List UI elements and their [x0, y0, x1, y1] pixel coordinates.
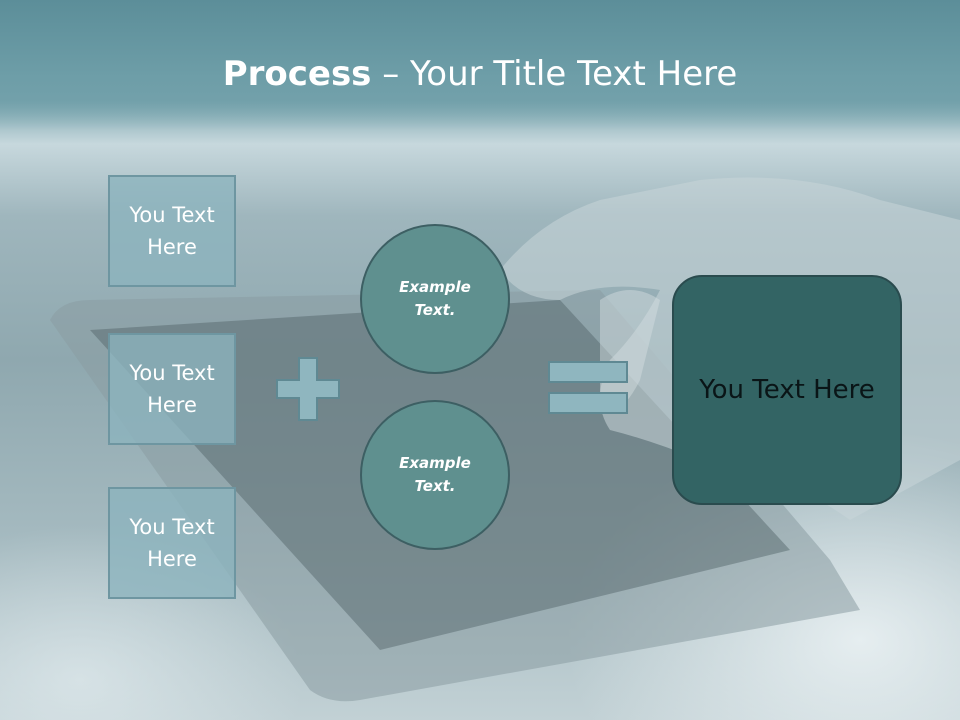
input-box-2-line2: Here — [147, 393, 197, 417]
input-box-1-line1: You Text — [129, 203, 215, 227]
input-box-1-line2: Here — [147, 235, 197, 259]
title-rest: – Your Title Text Here — [371, 54, 738, 94]
title-band — [0, 0, 960, 130]
equals-icon — [548, 361, 628, 414]
title-bold: Process — [222, 54, 372, 94]
plus-icon — [276, 357, 340, 421]
example-circle-1-line2: Text. — [414, 301, 456, 319]
example-circle-2-line2: Text. — [414, 477, 456, 495]
input-box-3-line2: Here — [147, 547, 197, 571]
input-box-2-line1: You Text — [129, 361, 215, 385]
result-box[interactable]: You Text Here — [672, 275, 902, 505]
input-box-3-line1: You Text — [129, 515, 215, 539]
result-text: You Text Here — [699, 375, 875, 405]
example-circle-1-line1: Example — [399, 278, 471, 296]
example-circle-2-line1: Example — [399, 454, 471, 472]
slide-title[interactable]: Process – Your Title Text Here — [0, 52, 960, 96]
